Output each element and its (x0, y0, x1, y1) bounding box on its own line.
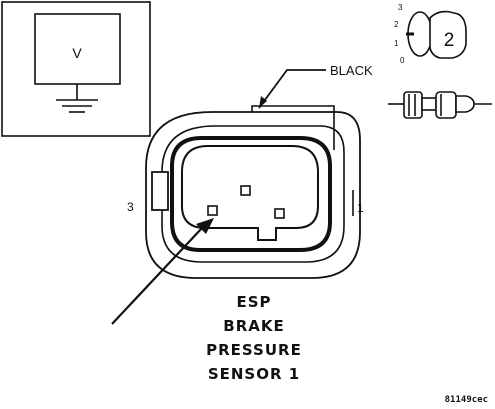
connector-shroud (170, 136, 332, 252)
wire-leader (258, 69, 326, 109)
key-position-3: 3 (398, 3, 403, 12)
pin-1-label: 1 (357, 201, 364, 215)
connector-housing-inner-contour (161, 125, 345, 263)
key-position-0: 0 (400, 56, 405, 65)
pointer-arrow-shaft (111, 227, 203, 325)
caption-line-3: PRESSURE (206, 341, 302, 359)
caption-line-1: ESP (236, 293, 271, 311)
connector-pin-3 (207, 205, 218, 216)
voltmeter-symbol: V (72, 45, 82, 61)
figure-code: 81149cec (445, 395, 488, 405)
caption: ESP BRAKE PRESSURE SENSOR 1 (206, 293, 302, 383)
key-position-2: 2 (394, 20, 399, 29)
connector-face (145, 105, 361, 279)
inset-frame (1, 1, 151, 137)
connector-pin-2 (240, 185, 251, 196)
terminal-cavity (181, 145, 319, 241)
connector-housing-outer (145, 111, 361, 279)
pin-3-label: 3 (127, 200, 134, 214)
caption-line-4: SENSOR 1 (208, 365, 300, 383)
connector-pin-1 (274, 208, 285, 219)
locking-tab (151, 171, 169, 211)
ground-icon (56, 84, 98, 113)
caption-line-2: BRAKE (223, 317, 284, 335)
pointer-arrowhead (196, 218, 214, 234)
voltmeter-inset: V (1, 1, 151, 137)
wire-color-label: BLACK (330, 63, 373, 78)
wire-leader-arrowhead (259, 96, 267, 108)
ignition-key-icon: 3 2 1 0 2 (394, 3, 467, 65)
connector-plug-icon (388, 91, 492, 119)
key-number: 2 (444, 30, 455, 51)
wire-entry-bracket (251, 105, 335, 150)
key-position-1: 1 (394, 39, 399, 48)
key-head-shape (429, 10, 467, 59)
